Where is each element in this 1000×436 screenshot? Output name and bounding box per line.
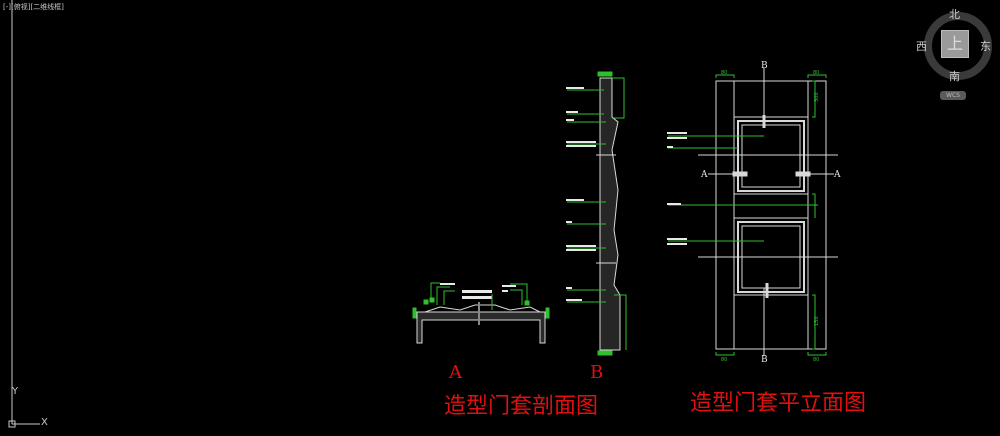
- wcs-menu-button[interactable]: WCS: [940, 91, 966, 100]
- viewcube-compass-ring[interactable]: [924, 12, 992, 80]
- dim-bottom-right: 80: [813, 357, 819, 363]
- dim-top-left: 80: [721, 70, 727, 76]
- compass-north[interactable]: 北: [949, 8, 960, 21]
- plan-marker-bottom: B: [761, 355, 768, 365]
- plan-dimensions: [668, 74, 827, 356]
- plan-marker-left: A: [700, 170, 708, 180]
- section-b-leaders: [567, 71, 627, 356]
- section-marker-a: A: [449, 362, 462, 383]
- plan-elevation-drawing: [698, 68, 838, 356]
- compass-east[interactable]: 东: [980, 40, 991, 53]
- section-drawing-title: 造型门套剖面图: [444, 394, 599, 419]
- compass-west[interactable]: 西: [916, 40, 927, 53]
- dimension-values: 80 80 80 80 300 150: [721, 70, 820, 363]
- plan-note-texts: [667, 132, 687, 245]
- section-marker-b: B: [590, 362, 604, 383]
- plan-marker-right: A: [833, 170, 841, 180]
- section-a-drawing: [416, 283, 546, 344]
- viewport-controls-label[interactable]: [-][俯视][二维线框]: [3, 3, 64, 11]
- dim-lower-side: 150: [814, 316, 820, 326]
- plan-drawing-title: 造型门套平立面图: [690, 391, 867, 416]
- ucs-x-label: X: [41, 417, 48, 428]
- ucs-icon: [8, 0, 40, 428]
- dim-top-right: 80: [813, 70, 819, 76]
- viewcube-top-face[interactable]: 上: [941, 30, 969, 58]
- section-a-leaders: [412, 282, 550, 319]
- section-b-drawing: [596, 77, 621, 351]
- ucs-y-label: Y: [12, 386, 19, 397]
- dim-upper-side: 300: [814, 92, 820, 102]
- plan-marker-top: B: [761, 61, 768, 71]
- dim-bottom-left: 80: [721, 357, 727, 363]
- plan-markers: B B A A: [700, 61, 841, 365]
- compass-south[interactable]: 南: [949, 70, 960, 83]
- section-b-note-texts: [566, 87, 596, 301]
- viewcube[interactable]: 上 北 南 西 东: [916, 8, 992, 83]
